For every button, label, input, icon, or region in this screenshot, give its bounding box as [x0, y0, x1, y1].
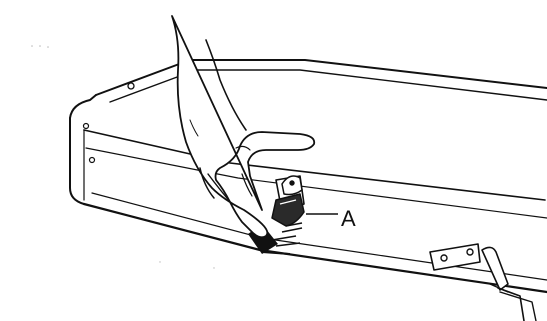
latch-icon: [272, 176, 304, 226]
callout-a: A: [306, 206, 356, 231]
callout-label: A: [341, 206, 356, 231]
